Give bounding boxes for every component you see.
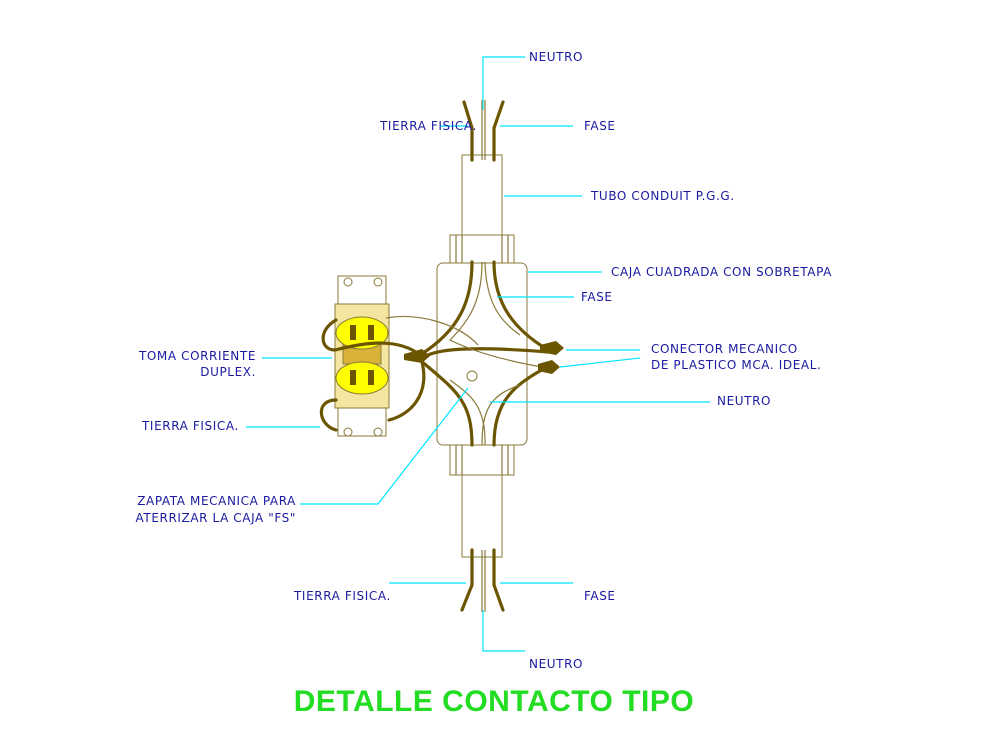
label-neutro-mid: NEUTRO [717,394,771,408]
wire-connector-right-1 [540,341,564,355]
outlet-wires [319,315,479,432]
label-neutro-bottom: NEUTRO [529,657,583,671]
wire-connector-right-2 [538,360,560,374]
label-tierra-fisica-top: TIERRA FISICA. [379,119,477,133]
label-fase-mid: FASE [581,290,613,304]
leader-lines [246,56,710,652]
conduit-bottom [461,474,503,558]
label-toma-line2: DUPLEX. [200,365,256,379]
wires-bottom [460,548,505,612]
label-tubo-conduit: TUBO CONDUIT P.G.G. [590,189,735,203]
label-neutro-top: NEUTRO [529,50,583,64]
label-caja-cuadrada: CAJA CUADRADA CON SOBRETAPA [611,265,832,279]
label-fase-bottom: FASE [584,589,616,603]
label-toma-line1: TOMA CORRIENTE [138,349,256,363]
label-tierra-fisica-left: TIERRA FISICA. [141,419,239,433]
diagram-title: DETALLE CONTACTO TIPO [294,685,695,718]
label-conector-line1: CONECTOR MECANICO [651,342,798,356]
label-conector-line2: DE PLASTICO MCA. IDEAL. [651,358,821,372]
wire-connector-left [404,349,430,363]
wires-top [462,100,505,162]
coupling-top [449,234,515,264]
label-zapata-line1: ZAPATA MECANICA PARA [137,494,296,508]
duplex-outlet [334,275,390,437]
conduit-top [461,154,503,236]
label-fase-top: FASE [584,119,616,133]
label-zapata-line2: ATERRIZAR LA CAJA "FS" [136,511,296,525]
label-tierra-fisica-bottom: TIERRA FISICA. [293,589,391,603]
coupling-bottom [449,444,515,476]
